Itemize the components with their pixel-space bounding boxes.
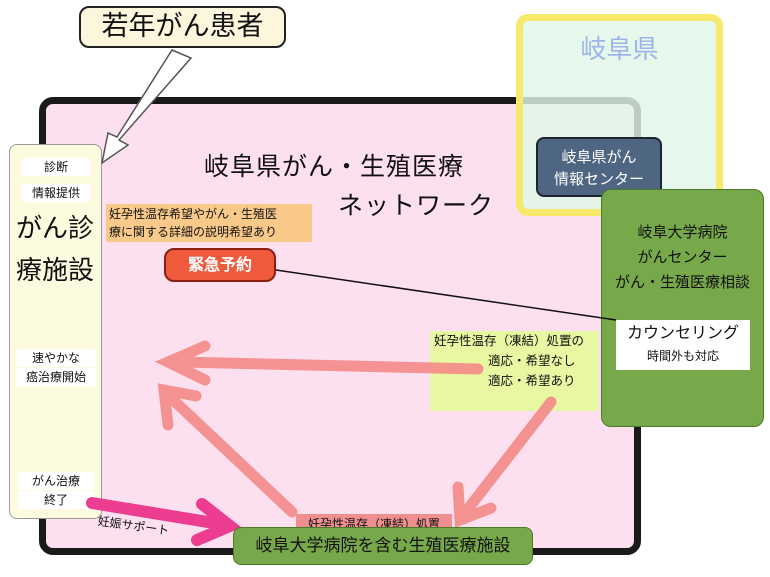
- hospital-line3: がん・生殖医療相談: [614, 273, 750, 291]
- patient-arrow: [100, 49, 193, 165]
- salmon-arrow-quick-start: [154, 340, 484, 386]
- quick-start-line1: 速やかな: [16, 349, 96, 367]
- salmon-arrow-preservation: [452, 396, 557, 528]
- explanation-line1: 妊孕性温存希望やがん・生殖医: [109, 207, 278, 221]
- hospital-line1: 岐阜大学病院: [637, 223, 728, 241]
- urgent-line: [275, 269, 617, 321]
- treatment-end-line1: がん治療: [18, 472, 94, 490]
- info-provision-label: 情報提供: [22, 184, 90, 202]
- indication-yes: 適応・希望あり: [488, 373, 576, 388]
- salmon-arrow-return: [157, 383, 298, 518]
- reproductive-facility-box: 岐阜大学病院を含む生殖医療施設: [233, 527, 533, 565]
- urgent-appointment-box: 緊急予約: [164, 248, 276, 282]
- facility-name-line2: 療施設: [16, 256, 95, 286]
- explanation-request-note: 妊孕性温存希望やがん・生殖医 療に関する詳細の説明希望あり: [106, 204, 312, 242]
- quick-start-line2: 癌治療開始: [16, 368, 96, 386]
- patient-callout: 若年がん患者: [79, 6, 286, 48]
- explanation-line2: 療に関する詳細の説明希望あり: [109, 225, 278, 239]
- facility-name-line1: がん診: [16, 214, 95, 244]
- magenta-arrow-pregnancy-support: [86, 497, 242, 546]
- treatment-end-line2: 終了: [18, 491, 94, 509]
- indication-line1: 妊孕性温存（凍結）処置の: [434, 333, 585, 348]
- prefecture-title: 岐阜県: [580, 35, 659, 65]
- hospital-box: 岐阜大学病院 がんセンター がん・生殖医療相談: [601, 189, 764, 427]
- hospital-line2: がんセンター: [637, 248, 728, 266]
- indication-note: 妊孕性温存（凍結）処置の 適応・希望なし 適応・希望あり: [430, 331, 598, 411]
- counseling-box: カウンセリング 時間外も対応: [616, 320, 750, 370]
- network-title-line1: 岐阜県がん・生殖医療: [204, 152, 465, 181]
- indication-none: 適応・希望なし: [488, 353, 576, 368]
- info-center-line1: 岐阜県がん: [561, 148, 637, 166]
- info-center-box: 岐阜県がん 情報センター: [536, 137, 662, 197]
- counseling-label: カウンセリング: [626, 323, 739, 342]
- diagnosis-facility-column: [9, 144, 102, 519]
- after-hours-label: 時間外も対応: [646, 349, 719, 363]
- info-center-line2: 情報センター: [553, 170, 644, 188]
- diagnosis-label: 診断: [22, 158, 90, 176]
- network-title-line2: ネットワーク: [338, 191, 495, 220]
